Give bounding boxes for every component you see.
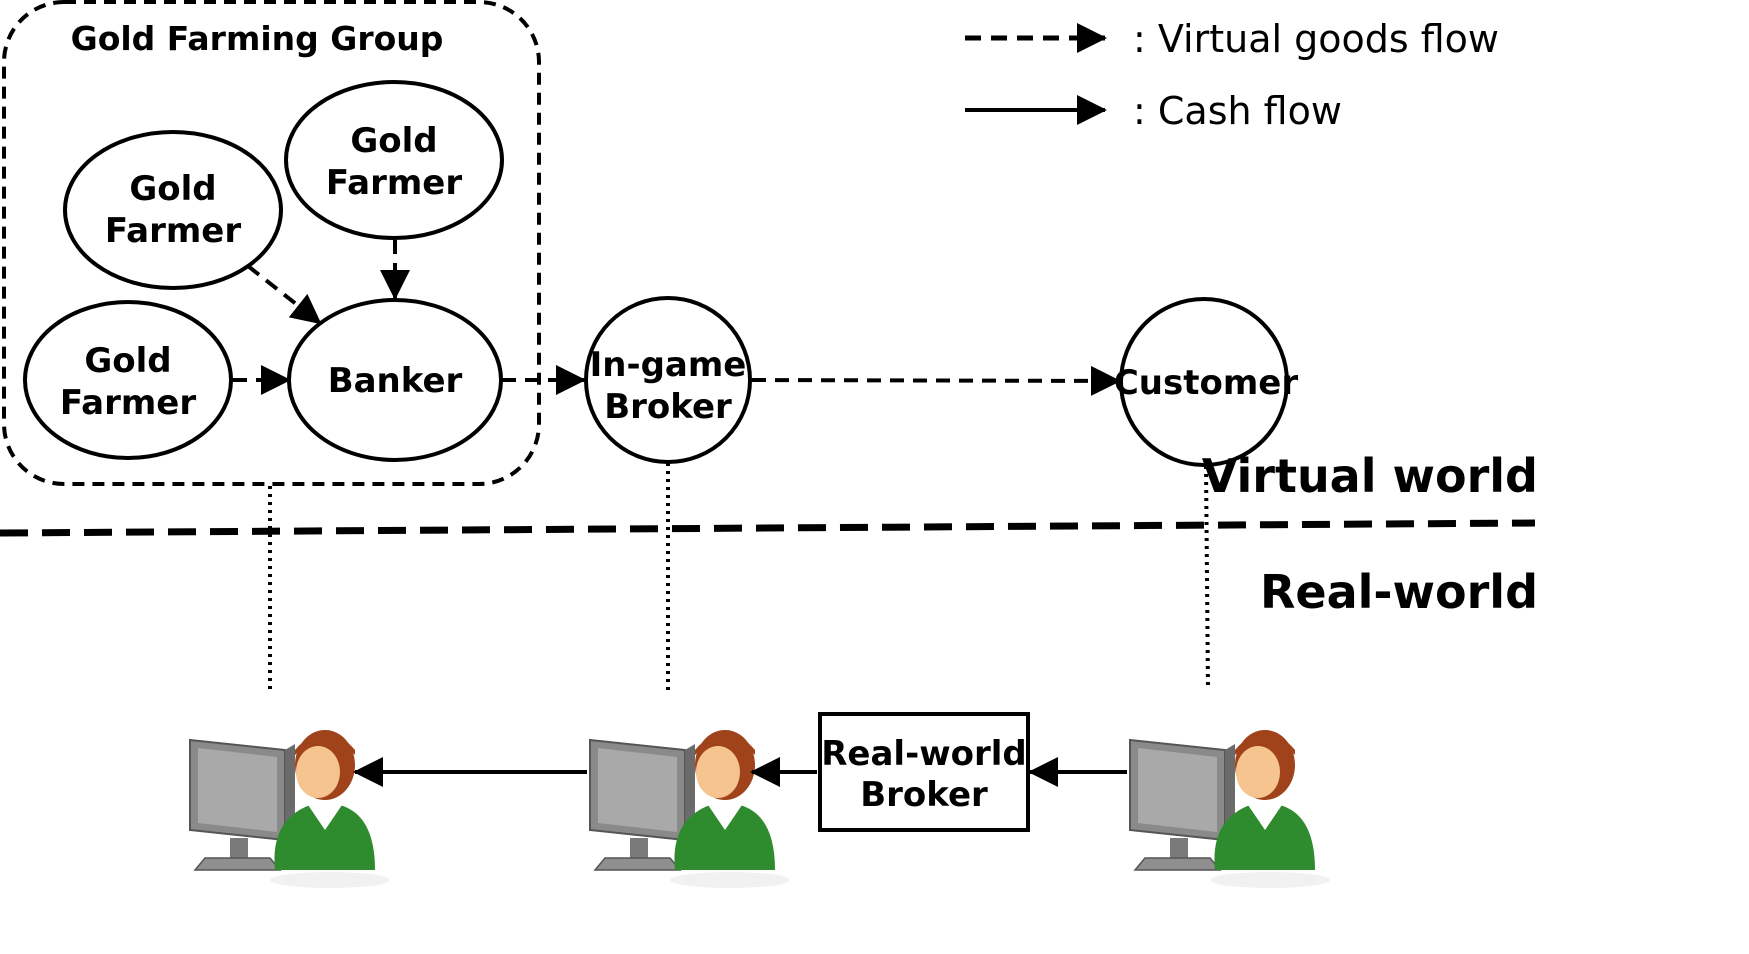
customer-node [1119, 297, 1289, 467]
real-world-label: Real-world [1260, 565, 1538, 619]
user-computer-icon [589, 729, 791, 889]
gold-farmer-label-line1: Gold [129, 169, 216, 209]
ingame-broker-label-line1: In-game [590, 345, 747, 385]
gold-farming-group-label: Gold Farming Group [71, 19, 444, 58]
gold-farmer-label-line2: Farmer [105, 211, 241, 251]
gold-farmer-label-line1: Gold [84, 341, 171, 381]
virtual-world-label: Virtual world [1202, 449, 1538, 503]
virtual-goods-arrow-farmer-to-banker [246, 264, 322, 325]
realworld-broker-box [818, 712, 1030, 832]
banker-label: Banker [328, 361, 463, 401]
virtual-goods-arrow-broker-to-customer [751, 365, 1121, 396]
gold-farmer-node-top-right [284, 80, 504, 240]
world-divider [0, 519, 1536, 537]
gold-farming-group-box [2, 0, 541, 486]
gold-farmer-label-line2: Farmer [326, 163, 462, 203]
gold-farmer-label-line1: Gold [350, 121, 437, 161]
ingame-broker-node [584, 296, 752, 464]
dotted-connector-customer [1204, 465, 1210, 691]
legend-cash-label: : Cash flow [1133, 89, 1342, 133]
customer-label: Customer [1114, 363, 1298, 403]
gold-farmer-node-top-left [63, 130, 283, 290]
realworld-broker-label-line2: Broker [860, 775, 988, 815]
user-computer-icon [189, 729, 391, 889]
ingame-broker-label-line2: Broker [604, 387, 732, 427]
user-computer-icon [1129, 729, 1331, 889]
legend-virtual-goods-label: : Virtual goods flow [1133, 17, 1499, 61]
gold-farmer-label-line2: Farmer [60, 383, 196, 423]
realworld-broker-label-line1: Real-world [821, 734, 1026, 774]
gold-farmer-node-bottom [23, 300, 233, 460]
